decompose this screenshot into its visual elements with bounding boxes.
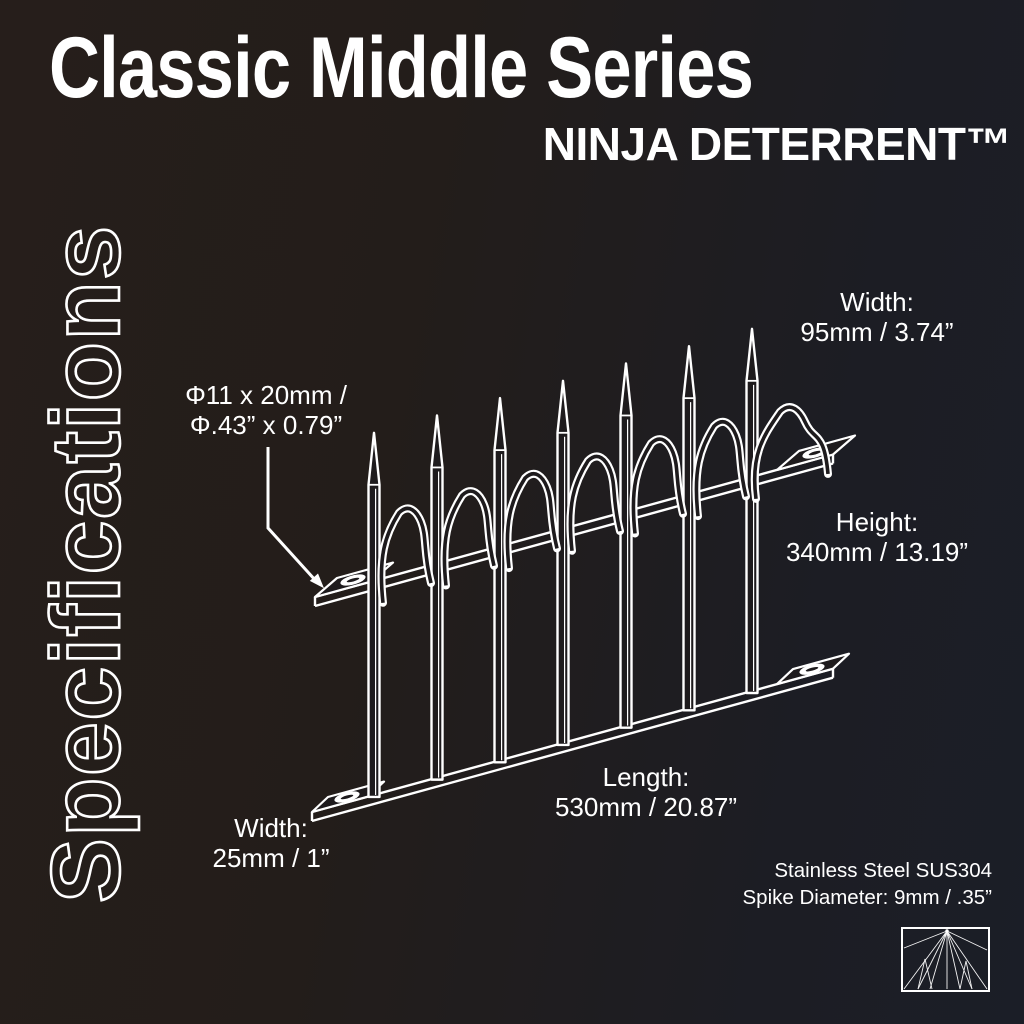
spike (682, 344, 696, 712)
arch (566, 452, 624, 555)
material-notes: Stainless Steel SUS304 Spike Diameter: 9… (743, 858, 993, 911)
label-mount-hole: Φ11 x 20mm / Φ.43” x 0.79” (185, 380, 347, 440)
callout-arrow (266, 447, 324, 589)
arch (692, 417, 750, 521)
height-name: Height: (835, 507, 919, 537)
width-base-name: Width: (234, 813, 308, 843)
material-note: Stainless Steel SUS304 (774, 859, 992, 882)
spike (745, 327, 759, 695)
length-name: Length: (602, 762, 690, 792)
arch (440, 487, 498, 590)
lower-rail (310, 652, 851, 823)
spike (619, 362, 633, 729)
spike (367, 431, 381, 799)
width-top-name: Width: (840, 287, 914, 317)
width-base-value: 25mm / 1” (212, 843, 330, 873)
height-value: 340mm / 13.19” (785, 537, 969, 567)
mount-hole-line1: Φ11 x 20mm / (185, 380, 347, 410)
label-width-base: Width: 25mm / 1” (212, 813, 329, 873)
width-top-value: 95mm / 3.74” (800, 317, 954, 347)
brand-title: NINJA DETERRENT™ (542, 118, 1012, 170)
spikes (367, 327, 759, 799)
arch (629, 435, 687, 538)
label-width-top: Width: 95mm / 3.74” (800, 287, 953, 347)
spike-diameter-note: Spike Diameter: 9mm / .35” (742, 885, 993, 909)
page-title: Classic Middle Series (49, 20, 754, 116)
label-length: Length: 530mm / 20.87” (555, 762, 737, 822)
spike (556, 379, 570, 747)
arch (503, 469, 561, 573)
spike (493, 396, 507, 764)
spike (430, 414, 444, 781)
deterrent-arches (377, 403, 832, 607)
specifications-vertical-label: Specifications (31, 224, 140, 903)
arch (377, 504, 435, 607)
spike-fan-logo-icon (901, 927, 990, 992)
label-height: Height: 340mm / 13.19” (786, 507, 968, 567)
lower-rail-tab-right (775, 652, 851, 686)
lower-rail-tab-left (310, 780, 386, 814)
length-value: 530mm / 20.87” (554, 792, 738, 822)
mount-hole-line2: Φ.43” x 0.79” (189, 410, 343, 440)
